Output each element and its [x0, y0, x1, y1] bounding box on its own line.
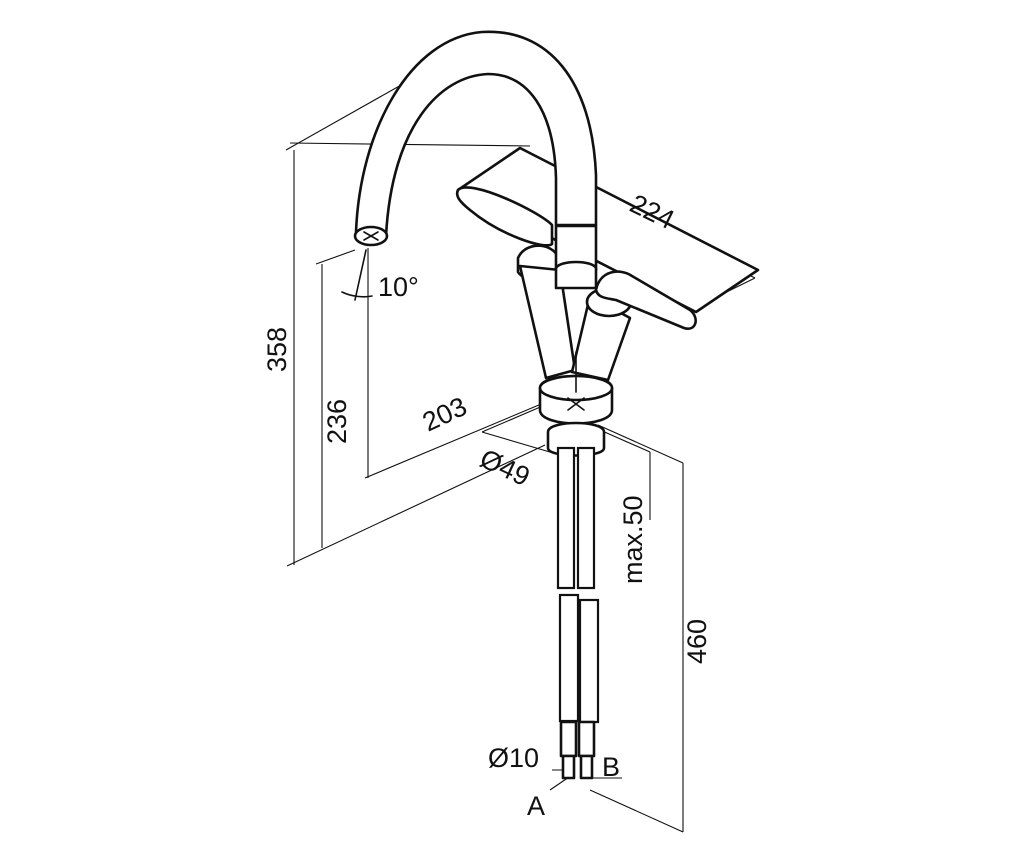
upper-hose-a [556, 446, 576, 590]
dim-358-bottom-extension [286, 444, 546, 567]
right-lever-handle [594, 270, 697, 330]
dim-236-label: 236 [322, 399, 352, 444]
lower-hose-a [558, 593, 580, 723]
dim-49-line [481, 431, 561, 456]
dim-10-label: Ø10 [488, 743, 539, 773]
dim-236-top-extension [315, 249, 356, 265]
dim-203-line [364, 401, 547, 479]
left-lever-handle [455, 186, 554, 247]
dim-10deg-label: 10° [378, 272, 419, 302]
dim-50-top-extension [599, 429, 651, 453]
dim-224-connector [289, 142, 531, 147]
connector-a [561, 754, 576, 780]
hoses [556, 446, 600, 780]
right-lever [594, 270, 697, 330]
connector-b [579, 754, 594, 780]
base-center-mark [567, 397, 585, 411]
dim-49-label: Ø49 [475, 443, 534, 492]
fitting-b [577, 720, 596, 758]
upper-hose-b [576, 446, 596, 590]
dim-460-top-extension [597, 424, 684, 464]
dim-358-label: 358 [262, 327, 292, 372]
angle-ray [354, 249, 367, 301]
lower-hose-b [578, 598, 600, 724]
dim-460-bottom-extension [589, 789, 684, 833]
connection-b-label: B [602, 752, 620, 782]
angle-arc [341, 291, 373, 298]
dim-358-top-extension [285, 79, 411, 151]
mounting-nut [546, 421, 606, 457]
dim-49-extension [481, 404, 546, 433]
dim-460-label: 460 [682, 619, 712, 664]
spout-body [354, 30, 598, 238]
angle-indicator [341, 249, 373, 301]
dim-203-label: 203 [418, 391, 472, 437]
connection-a-label: A [527, 791, 545, 821]
spout [353, 30, 598, 247]
neck-ring [554, 260, 598, 290]
fitting-a [559, 720, 578, 758]
outlet-center-mark [363, 231, 379, 241]
valve-body [518, 224, 633, 382]
dim-50-label: max.50 [618, 495, 648, 584]
